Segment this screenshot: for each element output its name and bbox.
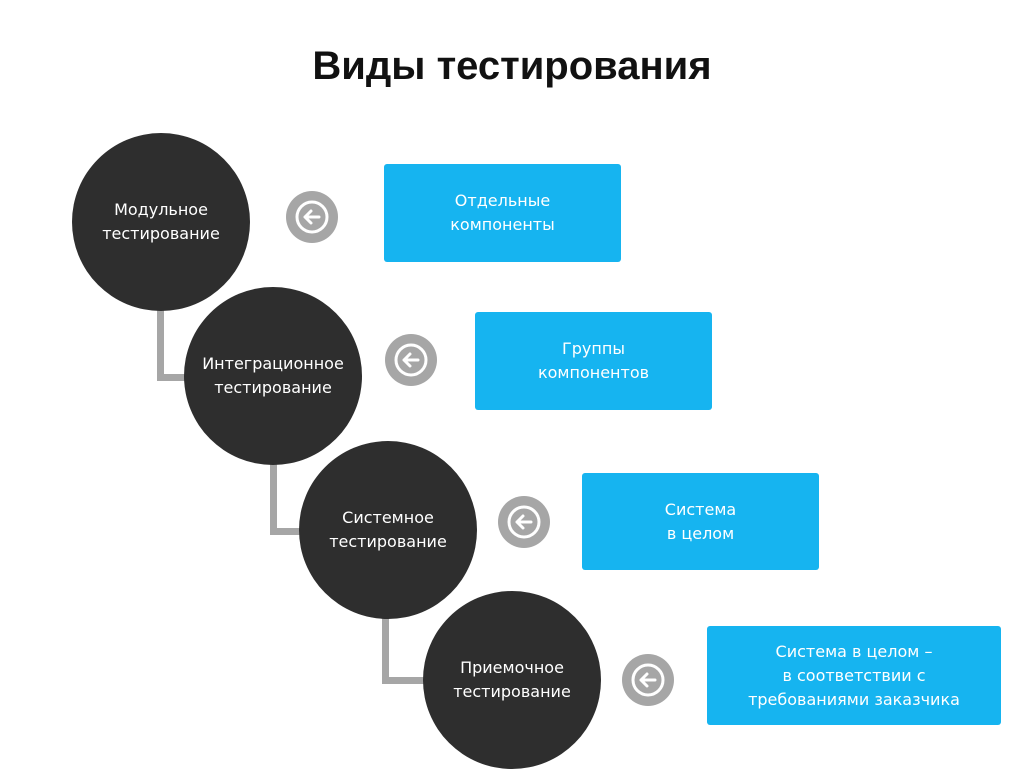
connector-1-vertical <box>157 305 164 381</box>
level-circle-unit: Модульное тестирование <box>72 133 250 311</box>
arrow-left-circle-icon <box>622 654 674 706</box>
page-title: Виды тестирования <box>312 44 712 88</box>
connector-3-horizontal <box>382 677 437 684</box>
level-circle-acceptance: Приемочное тестирование <box>423 591 601 769</box>
scope-label: Система в целом – в соответствии с требо… <box>748 641 960 709</box>
scope-label: Система в целом <box>664 499 737 543</box>
level-circle-integration: Интеграционное тестирование <box>184 287 362 465</box>
level-circle-system: Системное тестирование <box>299 441 477 619</box>
scope-label: Отдельные компоненты <box>450 191 555 234</box>
connector-2-vertical <box>270 450 277 535</box>
scope-box-system: Система в целом <box>582 473 819 570</box>
level-label: Системное тестирование <box>329 508 447 551</box>
scope-box-unit: Отдельные компоненты <box>384 164 621 262</box>
level-label: Модульное тестирование <box>102 200 220 243</box>
connector-3-vertical <box>382 612 389 684</box>
arrow-left-circle-icon <box>498 496 550 548</box>
connector-1-horizontal <box>157 374 207 381</box>
level-label: Приемочное тестирование <box>453 658 571 701</box>
arrow-left-circle-icon <box>286 191 338 243</box>
scope-label: Группы компонентов <box>537 339 650 382</box>
scope-box-integration: Группы компонентов <box>475 312 712 410</box>
level-label: Интеграционное тестирование <box>202 354 344 397</box>
arrow-left-circle-icon <box>385 334 437 386</box>
connector-2-horizontal <box>270 528 320 535</box>
scope-box-acceptance: Система в целом – в соответствии с требо… <box>707 626 1001 725</box>
